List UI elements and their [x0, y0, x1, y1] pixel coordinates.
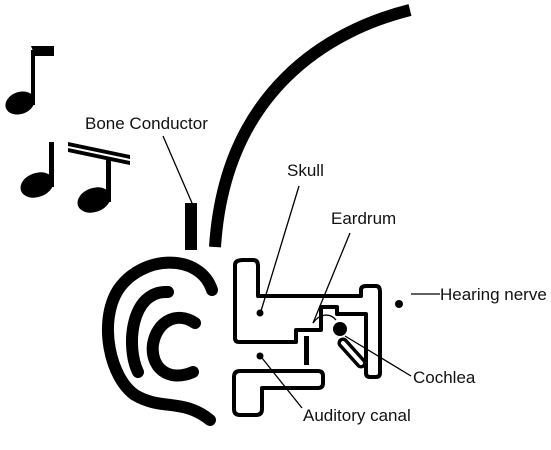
eardrum-membrane [304, 336, 309, 365]
label-skull: Skull [287, 161, 324, 180]
label-hearing-nerve: Hearing nerve [440, 285, 547, 304]
label-bone-conductor: Bone Conductor [85, 114, 208, 133]
bone-conductor-pad [185, 203, 197, 250]
label-eardrum: Eardrum [331, 209, 396, 228]
cochlea-structure [333, 322, 367, 369]
auditory-canal-structure [232, 369, 325, 417]
skull-structure [233, 258, 382, 379]
leader-lines [162, 135, 440, 409]
label-auditory-canal: Auditory canal [303, 406, 411, 425]
headband [209, 4, 412, 248]
beamed-notes-icon [20, 142, 131, 213]
label-cochlea: Cochlea [413, 368, 476, 387]
eighth-note-icon [5, 46, 54, 115]
hearing-nerve-dot [395, 300, 403, 308]
outer-ear [101, 256, 218, 426]
